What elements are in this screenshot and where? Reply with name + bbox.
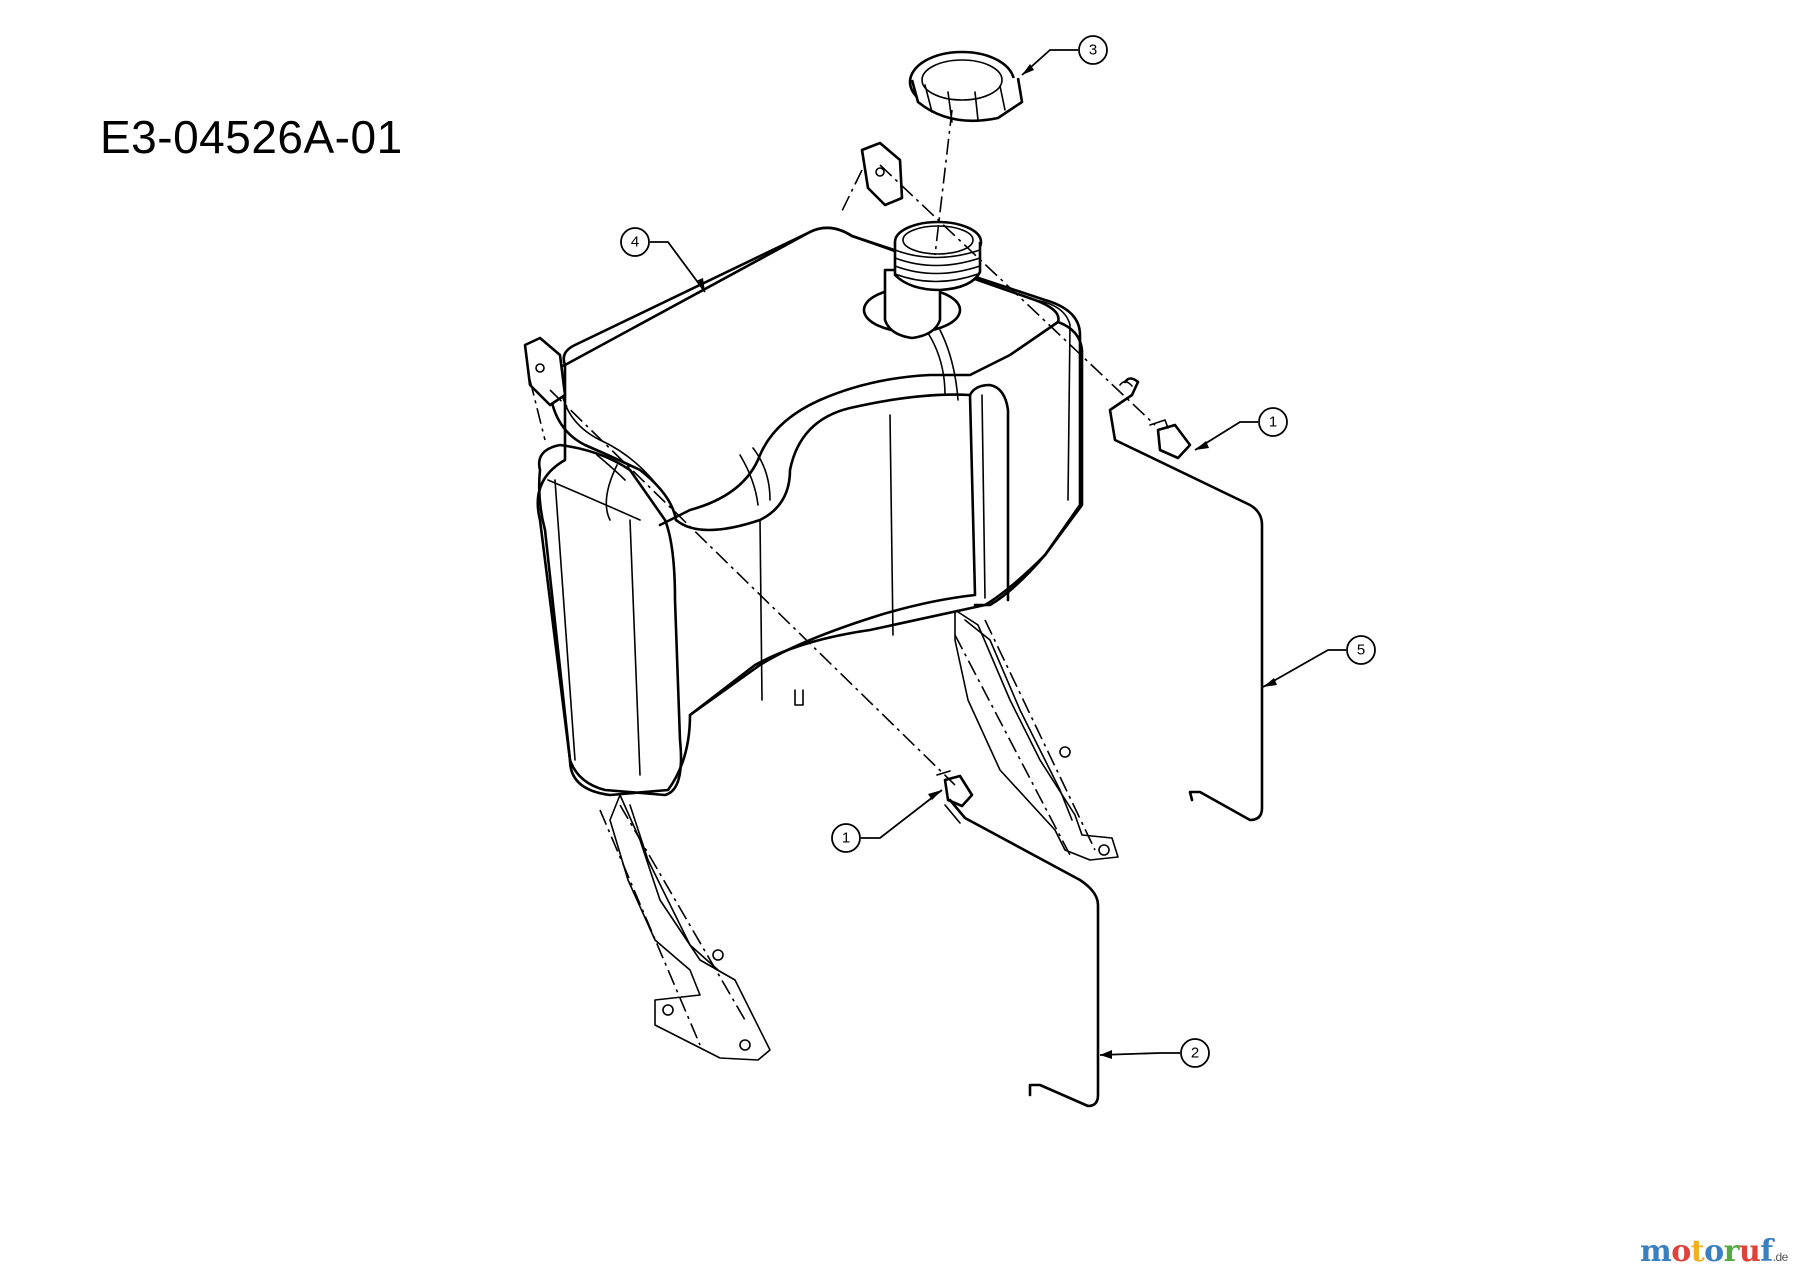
logo-domain-suffix: .de <box>1772 1250 1789 1264</box>
callout-2: 2 <box>1099 1038 1210 1068</box>
drawing-number: E3-04526A-01 <box>100 111 403 163</box>
svg-text:1: 1 <box>842 830 850 847</box>
logo-wordmark: motoruf <box>1640 1234 1773 1269</box>
rod-2 <box>944 798 1100 1108</box>
callout-5: 5 <box>1262 635 1376 688</box>
fuel-cap <box>908 50 1024 123</box>
logo-letter: r <box>1723 1234 1740 1269</box>
front-mounting-bracket <box>609 794 771 1061</box>
bracket-tab-top <box>860 141 904 207</box>
svg-text:1: 1 <box>1269 414 1277 431</box>
logo-letter: o <box>1704 1234 1724 1269</box>
svg-text:2: 2 <box>1191 1045 1199 1062</box>
svg-text:4: 4 <box>631 234 639 251</box>
rear-mounting-bracket <box>954 609 1119 861</box>
logo-letter: u <box>1738 1234 1761 1269</box>
callout-3: 3 <box>1021 35 1108 76</box>
callout-1-lower: 1 <box>831 789 943 853</box>
logo-letter: t <box>1690 1234 1705 1269</box>
fuel-tank <box>536 226 1084 797</box>
svg-text:5: 5 <box>1357 642 1365 659</box>
filler-neck <box>862 220 983 340</box>
logo-letter: o <box>1671 1234 1691 1269</box>
assembly-centerlines <box>529 109 1156 1046</box>
fuel-line-fitting-upper <box>1149 419 1192 460</box>
callout-1-upper: 1 <box>1194 407 1288 451</box>
rod-5 <box>1108 377 1264 822</box>
svg-text:3: 3 <box>1089 42 1097 59</box>
logo-letter: m <box>1640 1234 1672 1269</box>
bracket-tab-left <box>523 336 567 407</box>
callout-4: 4 <box>620 227 706 293</box>
logo-letter: f <box>1760 1234 1773 1269</box>
fuel-line-fitting-lower <box>936 770 974 808</box>
motoruf-logo: motoruf.de <box>1640 1234 1788 1269</box>
